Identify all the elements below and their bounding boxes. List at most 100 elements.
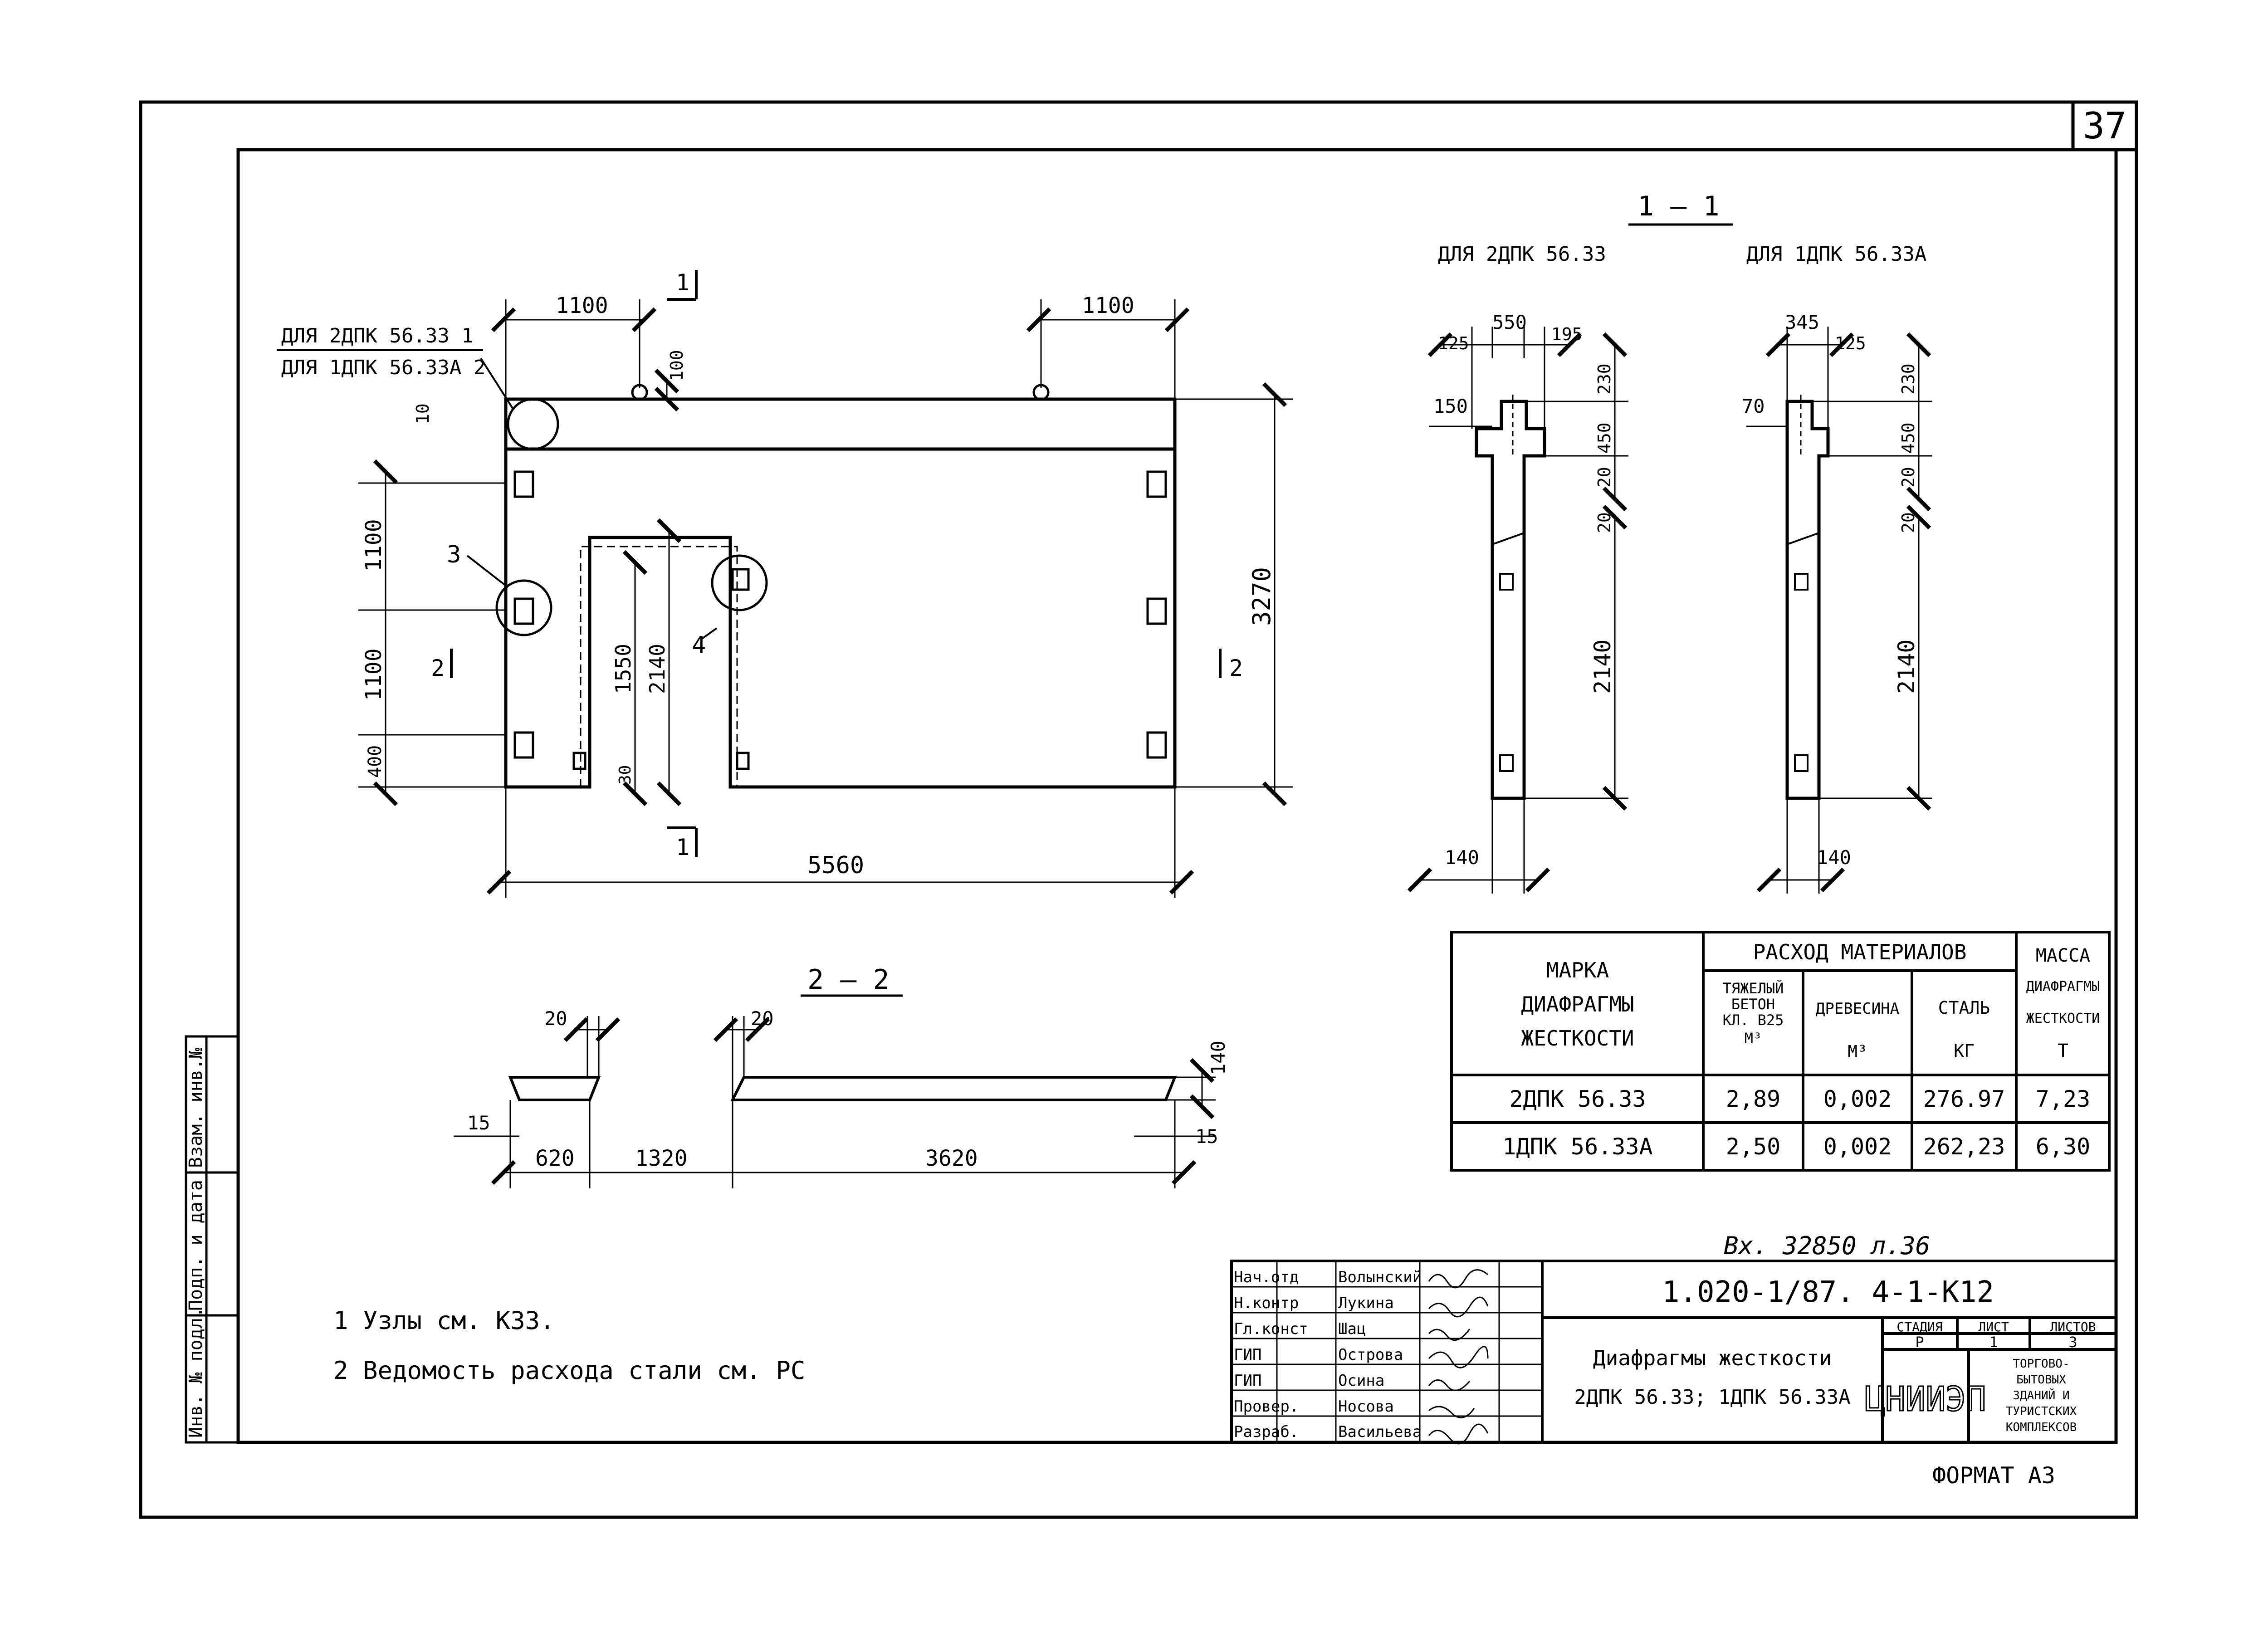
th-mass-2: ДИАФРАГМЫ — [2026, 979, 2100, 995]
org-text-3: ЗДАНИЙ И — [2013, 1388, 2069, 1402]
dim-top-right: 1100 — [1082, 293, 1134, 318]
s11-right-450: 450 — [1898, 422, 1918, 454]
sheets-value: 3 — [2068, 1334, 2077, 1351]
th-concrete-1: ТЯЖЕЛЫЙ — [1723, 980, 1784, 997]
s22-140: 140 — [1207, 1041, 1229, 1075]
doc-code: 1.020-1/87. 4-1-К12 — [1662, 1275, 1994, 1309]
cut-mark-1-bottom: 1 — [676, 834, 689, 860]
row2-wood: 0,002 — [1823, 1134, 1892, 1160]
outer-frame — [139, 100, 2138, 1519]
callout-2dpk: ДЛЯ 2ДПК 56.33 1 — [281, 324, 474, 347]
dim-left-upper: 1100 — [361, 519, 386, 572]
note-2: 2 Ведомость расхода стали см. РС — [333, 1356, 805, 1385]
note-1: 1 Узлы см. К33. — [333, 1306, 555, 1335]
th-steel-1: СТАЛЬ — [1938, 998, 1990, 1018]
row1-concrete: 2,89 — [1726, 1086, 1780, 1112]
materials-table: МАРКА ДИАФРАГМЫ ЖЕСТКОСТИ РАСХОД МАТЕРИА… — [1450, 931, 2111, 1172]
s11-right-2140: 2140 — [1893, 640, 1920, 694]
s11-left-230: 230 — [1594, 363, 1614, 395]
row2-mass: 6,30 — [2036, 1134, 2090, 1160]
section-1-1-title: 1 — 1 — [1637, 191, 1720, 222]
sheets-header: ЛИСТОВ — [2050, 1319, 2096, 1334]
section-2-2-title: 2 — 2 — [807, 964, 890, 996]
s22-20-left: 20 — [544, 1007, 567, 1030]
th-mass-4: Т — [2058, 1041, 2068, 1061]
org-text-2: БЫТОВЫХ — [2016, 1373, 2066, 1387]
s11-left-20b: 20 — [1594, 512, 1614, 533]
staff-name-4: Острова — [1338, 1346, 1403, 1364]
th-mark-2: ДИАФРАГМЫ — [1521, 992, 1634, 1016]
row1-mass: 7,23 — [2036, 1086, 2090, 1112]
s11-right-20b: 20 — [1898, 512, 1918, 533]
staff-role-2: Н.контр — [1234, 1294, 1299, 1312]
th-consumption: РАСХОД МАТЕРИАЛОВ — [1753, 940, 1967, 964]
cut-mark-2-right: 2 — [1229, 655, 1243, 681]
signatures — [1428, 1269, 1489, 1445]
s11-left-125: 125 — [1438, 333, 1469, 353]
staff-role-3: Гл.конст — [1234, 1320, 1308, 1338]
s11-left-195: 195 — [1551, 324, 1583, 344]
row1-mark: 2ДПК 56.33 — [1509, 1086, 1646, 1112]
dim-10: 10 — [413, 403, 433, 424]
format-label: ФОРМАТ А3 — [1932, 1462, 2055, 1489]
staff-role-7: Разраб. — [1234, 1423, 1299, 1441]
th-steel-2: КГ — [1954, 1041, 1975, 1061]
th-concrete-4: М³ — [1745, 1030, 1762, 1047]
s22-1320: 1320 — [635, 1146, 688, 1171]
staff-role-6: Провер. — [1234, 1397, 1299, 1416]
side-stamp-replace: Взам. инв.№ — [186, 1048, 206, 1168]
node-label-3: 3 — [447, 541, 461, 568]
dim-door-h1: 1550 — [611, 644, 635, 694]
dim-left-lower: 1100 — [361, 648, 386, 701]
s11-left-150: 150 — [1433, 395, 1468, 417]
s11-right-20a: 20 — [1898, 467, 1918, 488]
s11-right-345: 345 — [1785, 311, 1819, 333]
th-wood-1: ДРЕВЕСИНА — [1816, 1000, 1899, 1018]
th-mass-3: ЖЕСТКОСТИ — [2026, 1011, 2100, 1026]
row2-mark: 1ДПК 56.33А — [1502, 1134, 1652, 1160]
staff-role-4: ГИП — [1234, 1346, 1261, 1364]
s11-left-2140: 2140 — [1589, 640, 1616, 694]
cut-mark-2-left: 2 — [431, 655, 445, 681]
side-stamp-inv: Инв. № подл. — [186, 1307, 206, 1438]
node-label-4: 4 — [692, 632, 706, 659]
row2-concrete: 2,50 — [1726, 1134, 1780, 1160]
th-concrete-2: БЕТОН — [1731, 996, 1775, 1013]
s22-15-right: 15 — [1195, 1125, 1218, 1148]
inner-frame — [236, 148, 2118, 1444]
staff-name-6: Носова — [1338, 1397, 1394, 1416]
th-mark-1: МАРКА — [1546, 958, 1609, 982]
th-mark-3: ЖЕСТКОСТИ — [1521, 1026, 1634, 1050]
stage-header: СТАДИЯ — [1897, 1319, 1942, 1334]
th-wood-2: М³ — [1848, 1042, 1867, 1061]
dim-height: 3270 — [1247, 567, 1276, 626]
staff-name-3: Шац — [1338, 1320, 1366, 1338]
staff-name-7: Васильева — [1338, 1423, 1422, 1441]
staff-name-5: Осина — [1338, 1372, 1384, 1390]
title-block: Нач.отд Волынский Н.контр Лукина Гл.конс… — [1230, 1260, 2117, 1445]
dim-length: 5560 — [807, 852, 864, 879]
doc-name-2: 2ДПК 56.33; 1ДПК 56.33А — [1574, 1386, 1850, 1409]
row1-steel: 276.97 — [1923, 1086, 2005, 1112]
org-text-1: ТОРГОВО- — [2013, 1357, 2069, 1371]
sheet-number: 37 — [2083, 105, 2126, 147]
s11-left-450: 450 — [1594, 422, 1614, 454]
org-text-5: КОМПЛЕКСОВ — [2006, 1421, 2077, 1434]
s11-left-550: 550 — [1492, 311, 1527, 333]
staff-name-1: Волынский — [1338, 1268, 1422, 1286]
s22-20-right: 20 — [751, 1007, 774, 1030]
s11-left-140: 140 — [1445, 846, 1479, 869]
elevation-view: 3 4 ДЛЯ 2ДПК 56.33 1 ДЛЯ 1ДПК 56.33А 2 — [277, 269, 1293, 898]
s22-3620: 3620 — [925, 1146, 978, 1171]
dim-top-left: 1100 — [556, 293, 608, 318]
s22-620: 620 — [535, 1146, 575, 1171]
s22-15-left: 15 — [467, 1112, 490, 1134]
s11-right-70: 70 — [1742, 395, 1765, 417]
staff-role-1: Нач.отд — [1234, 1268, 1299, 1286]
sheet-value: 1 — [1989, 1334, 1998, 1351]
row2-steel: 262,23 — [1923, 1134, 2005, 1160]
handwritten-note: Вх. 32850 л.36 — [1724, 1231, 1930, 1260]
s11-right-140: 140 — [1817, 846, 1851, 869]
s11-right-125: 125 — [1835, 333, 1866, 353]
